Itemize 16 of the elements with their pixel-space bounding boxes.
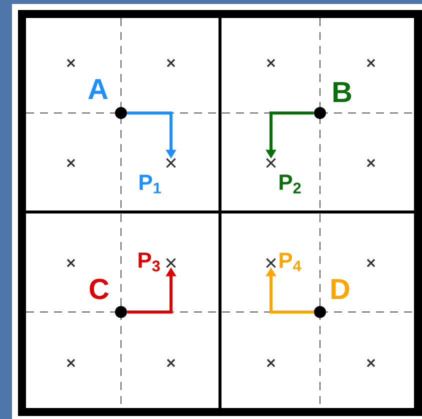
point-dot — [115, 306, 127, 318]
point-label: P$_{1}$ — [140, 174, 161, 194]
point-dot — [115, 107, 127, 119]
point-label: D — [332, 279, 350, 299]
point-label: P$_{3}$ — [138, 252, 160, 272]
point-dot — [314, 306, 326, 318]
cross-mark — [166, 158, 176, 168]
cross-mark — [266, 158, 276, 168]
point-label: A — [88, 79, 108, 99]
point-label: B — [334, 82, 352, 102]
point-label: P$_{4}$ — [280, 252, 302, 272]
point-dot — [314, 107, 326, 119]
point-label: P$_{2}$ — [280, 174, 301, 194]
cross-mark — [266, 258, 276, 268]
point-label: C — [90, 278, 109, 300]
cross-mark — [166, 258, 176, 268]
